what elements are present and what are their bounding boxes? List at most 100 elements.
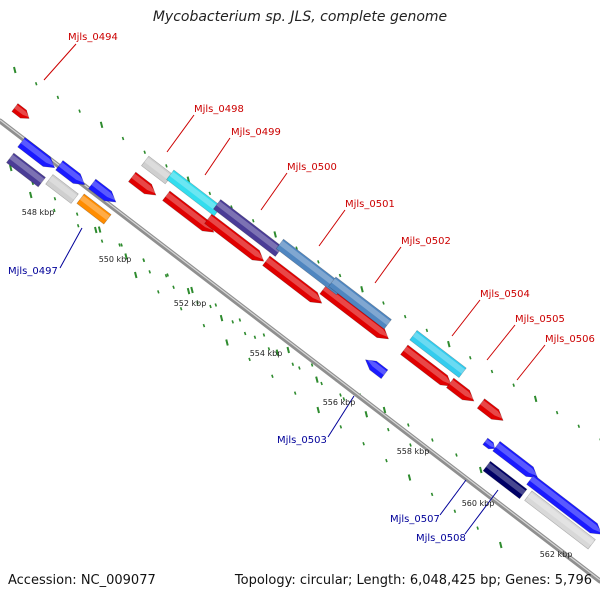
ring-tick — [317, 260, 320, 264]
ring-tick — [230, 205, 233, 209]
ring-tick — [291, 362, 295, 366]
ring-tick — [271, 374, 274, 379]
tick-rings — [9, 66, 600, 549]
ring-tick — [196, 300, 199, 305]
ring-tick — [238, 318, 242, 322]
tick-label: 548 kbp — [22, 208, 55, 217]
leader-line — [464, 489, 499, 535]
ring-tick — [97, 226, 102, 233]
ring-tick — [577, 424, 581, 429]
ring-tick — [99, 121, 104, 129]
ring-tick — [143, 150, 146, 154]
tick-label: 550 kbp — [99, 255, 132, 264]
ring-tick — [118, 243, 121, 247]
accession-text: Accession: NC_009077 — [8, 573, 156, 588]
ring-tick — [208, 191, 212, 196]
gene-label[interactable]: Mjls_0501 — [345, 199, 395, 210]
gene-arrow-mjls-0503 — [364, 358, 389, 380]
gene-label[interactable]: Mjls_0504 — [480, 289, 530, 300]
leader-line — [374, 246, 402, 284]
tick-label: 560 kbp — [462, 499, 495, 508]
leader-line — [486, 324, 516, 361]
gene-label[interactable]: Mjls_0500 — [287, 162, 337, 173]
ring-tick — [164, 273, 168, 278]
ring-tick — [186, 287, 191, 295]
gene-block — [212, 199, 284, 257]
gene-label[interactable]: Mjls_0508 — [416, 533, 466, 544]
gene-block — [328, 276, 392, 330]
ring-tick — [78, 109, 81, 113]
ring-tick — [148, 270, 151, 274]
gene-label[interactable]: Mjls_0497 — [8, 266, 58, 277]
ring-tick — [275, 349, 280, 356]
gene-block — [76, 193, 112, 225]
tick-label: 554 kbp — [250, 349, 283, 358]
gene-arrow — [17, 137, 56, 169]
gene-label[interactable]: Mjls_0505 — [515, 314, 565, 325]
leader-line — [166, 114, 195, 153]
ring-tick — [455, 453, 458, 457]
ring-tick — [13, 66, 17, 74]
ring-tick — [100, 239, 104, 243]
ring-tick — [362, 441, 365, 446]
gene-block-mjls-0507 — [482, 460, 528, 500]
ring-tick — [267, 347, 271, 351]
ring-tick — [124, 253, 128, 260]
gene-arrow — [526, 474, 600, 535]
ring-tick — [476, 526, 479, 530]
ring-tick — [382, 301, 385, 305]
ring-tick — [121, 136, 125, 141]
ring-tick — [286, 346, 290, 354]
ring-tick — [53, 197, 57, 201]
ring-tick — [431, 438, 434, 442]
gene-block — [141, 155, 173, 185]
ring-tick — [407, 423, 410, 427]
gene-label[interactable]: Mjls_0494 — [68, 32, 118, 43]
ring-tick — [190, 286, 194, 294]
ring-tick — [339, 393, 342, 397]
ring-tick — [214, 303, 218, 307]
ring-tick — [342, 397, 346, 401]
ring-tick — [407, 474, 412, 481]
leader-line — [260, 172, 288, 211]
gene-block — [409, 329, 467, 379]
gene-label[interactable]: Mjls_0499 — [231, 127, 281, 138]
leader-line — [516, 344, 546, 381]
ring-tick — [172, 285, 175, 290]
tick-label: 552 kbp — [174, 299, 207, 308]
ring-tick — [293, 391, 297, 395]
ring-tick — [430, 492, 434, 497]
gene-arrow — [492, 440, 539, 479]
gene-arrow — [128, 171, 157, 196]
ring-tick — [360, 286, 364, 293]
gene-arrow — [482, 437, 496, 450]
ring-tick — [34, 81, 38, 86]
ring-tick — [262, 333, 266, 337]
genome-summary: Topology: circular; Length: 6,048,425 bp… — [234, 573, 592, 588]
ring-tick — [248, 357, 251, 362]
leader-line — [451, 299, 481, 337]
gene-arrow — [400, 344, 453, 387]
leader-line — [318, 209, 346, 247]
ring-tick — [320, 381, 323, 386]
ring-tick — [202, 323, 206, 328]
ring-tick — [490, 369, 494, 374]
gene-label[interactable]: Mjls_0498 — [194, 104, 244, 115]
ring-tick — [142, 258, 145, 262]
ring-tick — [499, 541, 503, 549]
ring-tick — [273, 231, 277, 238]
gene-label[interactable]: Mjls_0506 — [545, 334, 595, 345]
gene-arrow — [262, 255, 323, 304]
ring-tick — [512, 383, 515, 387]
ring-tick — [316, 406, 320, 414]
gene-label[interactable]: Mjls_0502 — [401, 236, 451, 247]
gene-label[interactable]: Mjls_0503 — [277, 435, 327, 446]
ring-tick — [315, 376, 319, 383]
gene-block — [45, 174, 79, 204]
gene-arrow — [476, 398, 505, 421]
ring-tick — [533, 395, 538, 403]
gene-label[interactable]: Mjls_0507 — [390, 514, 440, 525]
ring-tick — [9, 164, 13, 172]
ring-tick — [56, 95, 60, 100]
